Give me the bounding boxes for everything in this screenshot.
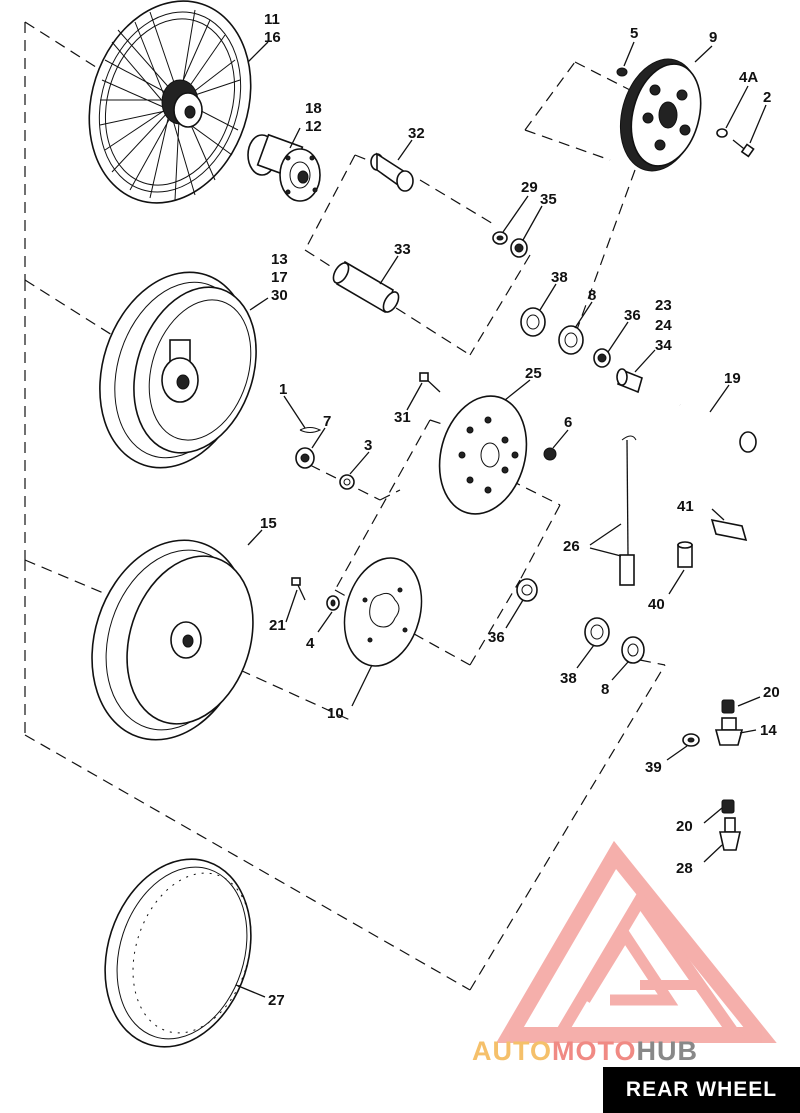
callout-13: 13 (271, 251, 288, 268)
bearing-8b (621, 636, 645, 664)
callout-12: 12 (305, 118, 322, 135)
callout-10: 10 (327, 705, 344, 722)
bolt-31 (419, 372, 441, 393)
bearing-8 (558, 325, 584, 355)
nut-39 (682, 733, 700, 747)
callout-39: 39 (645, 759, 662, 776)
callout-26: 26 (563, 538, 580, 555)
callout-33: 33 (394, 241, 411, 258)
callout-40: 40 (648, 596, 665, 613)
brake-rod-26 (619, 435, 637, 586)
axle-sleeve (370, 152, 414, 192)
callout-16: 16 (264, 29, 281, 46)
callout-23: 23 (655, 297, 672, 314)
callout-20-b: 20 (676, 818, 693, 835)
callout-15: 15 (260, 515, 277, 532)
callout-7: 7 (323, 413, 331, 430)
bolt-21 (291, 577, 306, 601)
collar-23-24-34 (616, 368, 643, 394)
callout-8-b: 8 (601, 681, 609, 698)
watermark-logo (496, 840, 777, 1043)
valve-28 (719, 817, 741, 851)
brake-disc-25 (438, 395, 528, 515)
callout-27: 27 (268, 992, 285, 1009)
callout-38-a: 38 (551, 269, 568, 286)
callout-25: 25 (525, 365, 542, 382)
callout-20-a: 20 (763, 684, 780, 701)
callout-3: 3 (364, 437, 372, 454)
callout-21: 21 (269, 617, 286, 634)
callout-11: 11 (264, 11, 280, 28)
bolt-2 (732, 139, 755, 158)
cotter-pin-1 (299, 427, 322, 433)
block-41 (710, 518, 748, 542)
callout-6: 6 (564, 414, 572, 431)
callout-30: 30 (271, 287, 288, 304)
sleeve-40 (677, 541, 693, 568)
callout-14: 14 (760, 722, 777, 739)
assembly-lines (24, 21, 666, 991)
hub-assembly (247, 133, 321, 202)
callout-35: 35 (540, 191, 557, 208)
callout-2: 2 (763, 89, 771, 106)
drive-pulley (619, 58, 702, 172)
callout-31: 31 (394, 409, 411, 426)
nut-5 (616, 67, 628, 77)
callout-38-b: 38 (560, 670, 577, 687)
callout-41: 41 (677, 498, 694, 515)
watermark-moto: MOTO (552, 1036, 637, 1066)
rear-axle (679, 403, 757, 453)
brake-rotor-10 (343, 557, 423, 667)
diagram-title: REAR WHEEL (603, 1067, 800, 1113)
washer-3 (339, 474, 355, 490)
valve-cap-20b (721, 799, 735, 814)
callout-5: 5 (630, 25, 638, 42)
callout-4a: 4A (739, 69, 758, 86)
callout-1: 1 (279, 381, 287, 398)
rim-27 (104, 858, 252, 1048)
cast-wheel (91, 539, 254, 741)
washer-4 (326, 595, 340, 611)
callout-8-a: 8 (588, 287, 596, 304)
spacer-36 (593, 348, 611, 368)
bearing-38b (584, 617, 610, 647)
callout-36-b: 36 (488, 629, 505, 646)
callout-34: 34 (655, 337, 672, 354)
bearing-38 (520, 307, 546, 337)
axle-nut-7 (295, 447, 315, 469)
disc-wheel (99, 271, 257, 469)
nut-6 (543, 447, 557, 461)
watermark-auto: AUTO (472, 1036, 552, 1066)
callout-36-a: 36 (624, 307, 641, 324)
watermark-hub: HUB (637, 1036, 699, 1066)
callout-19: 19 (724, 370, 741, 387)
nut-35 (510, 238, 528, 258)
callout-32: 32 (408, 125, 425, 142)
callout-4: 4 (306, 635, 315, 652)
spacer-36b (516, 578, 538, 602)
valve-cap-20a (721, 699, 735, 714)
callout-28: 28 (676, 860, 693, 877)
callout-9: 9 (709, 29, 717, 46)
callout-29: 29 (521, 179, 538, 196)
callout-24: 24 (655, 317, 672, 334)
spoked-wheel (88, 0, 252, 204)
callout-18: 18 (305, 100, 322, 117)
washer-29 (492, 231, 508, 245)
callout-17: 17 (271, 269, 288, 286)
spacer-tube (332, 260, 400, 314)
washer-4a (716, 128, 728, 138)
valve-14 (714, 717, 744, 746)
watermark-text: AUTOMOTOHUB (472, 1036, 698, 1066)
callout-labels: 11 16 18 12 32 5 9 4A 2 29 35 33 13 17 3… (260, 11, 780, 1009)
leader-lines (235, 41, 767, 998)
